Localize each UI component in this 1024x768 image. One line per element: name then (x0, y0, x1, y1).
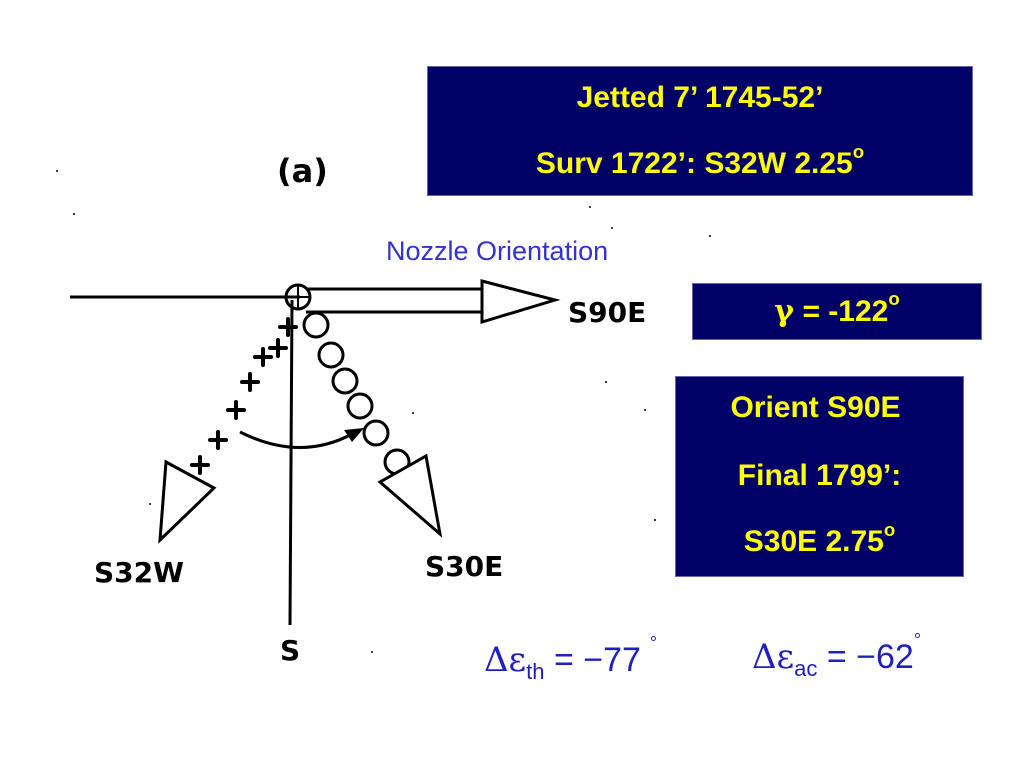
label-s32w: S32W (94, 556, 184, 589)
final-orientation-box: Orient S90E Final 1799’: S30E 2.75o (675, 376, 964, 577)
jetting-info-box: Jetted 7’ 1745-52’ Surv 1722’: S32W 2.25… (427, 66, 973, 196)
ac-subscript: ac (794, 656, 818, 681)
gamma-box: γ = -122o (692, 283, 982, 340)
label-s90e: S90E (568, 296, 646, 329)
label-s30e: S30E (425, 550, 503, 583)
survey-text: Surv 1722’: S32W 2.25 (535, 147, 853, 180)
jetted-line: Jetted 7’ 1745-52’ (576, 81, 824, 114)
th-degree: ° (649, 633, 658, 653)
final-survey-degree: o (883, 519, 896, 541)
survey-degree: o (852, 141, 865, 163)
s32w-arrowhead (158, 459, 217, 544)
th-value: = −77 (544, 641, 641, 679)
ac-degree: ° (913, 630, 922, 650)
panel-label: (a) (277, 152, 328, 190)
gamma-degree: o (888, 288, 900, 310)
gamma-value: = -122 (794, 295, 889, 328)
s30e-arrowhead (377, 453, 443, 538)
rotation-arc (239, 430, 353, 449)
delta-epsilon-symbol: Δε (752, 637, 795, 677)
final-depth-line: Final 1799’: (737, 459, 902, 492)
final-survey-text: S30E 2.75 (743, 525, 884, 558)
orient-line: Orient S90E (730, 391, 901, 424)
s32w-track (190, 317, 298, 475)
scan-speckles (56, 170, 711, 653)
gamma-line: γ = -122o (693, 289, 981, 329)
th-subscript: th (526, 659, 545, 684)
delta-epsilon-ac-equation: Δεac = −62° (752, 630, 921, 681)
delta-epsilon-symbol: Δε (484, 640, 527, 680)
label-s: S (280, 634, 300, 667)
s30e-track (302, 311, 411, 476)
s90e-arrow (306, 279, 561, 325)
final-survey-line: S30E 2.75o (676, 520, 963, 559)
nozzle-orientation-caption: Nozzle Orientation (386, 236, 609, 266)
gamma-symbol: γ (774, 294, 795, 329)
survey-line: Surv 1722’: S32W 2.25o (428, 142, 972, 181)
ac-value: = −62 (817, 638, 914, 676)
rotation-arc-head (344, 428, 364, 442)
delta-epsilon-th-equation: Δεth = −77 ° (484, 633, 657, 684)
south-line (288, 299, 294, 626)
